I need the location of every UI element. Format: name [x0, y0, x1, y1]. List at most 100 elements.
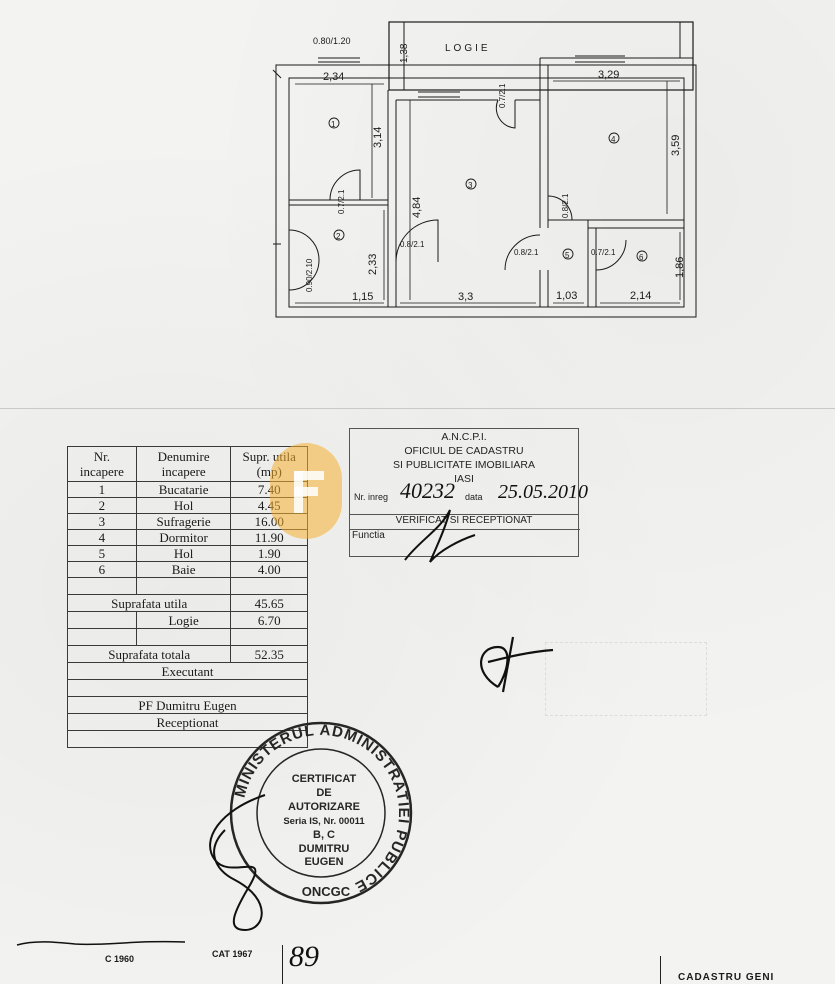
room-number-5: 5 [565, 251, 570, 260]
footer-code-2: CAT 1967 [212, 949, 253, 959]
door-r5 [504, 234, 541, 271]
dim-r4-width: 3,29 [598, 69, 619, 81]
logia-row-label: Logie [135, 611, 232, 629]
door-r1 [329, 169, 361, 201]
row-nr: 4 [67, 529, 137, 546]
stamp-cert: CERTIFICAT [292, 773, 357, 785]
dim-r6-door: 0.7/2.1 [591, 248, 616, 257]
room-number-6: 6 [639, 253, 644, 262]
room-number-2: 2 [336, 232, 341, 241]
faded-stamp [545, 642, 707, 716]
row-nr: 5 [67, 545, 137, 562]
table-row-empty [67, 628, 308, 646]
door-r2-entry [288, 229, 320, 291]
registration-stamp: A.N.C.P.I. OFICIUL DE CADASTRU SI PUBLIC… [349, 428, 588, 557]
table-row: 5 Hol 1.90 [67, 545, 308, 562]
executant-name: PF Dumitru Eugen [67, 696, 308, 714]
authorization-stamp: MINISTERUL ADMINISTRATIEI PUBLICE CERTIF… [229, 721, 413, 905]
total-area-value: 52.35 [230, 645, 308, 663]
stamp-de: DE [316, 787, 331, 799]
door-r4 [547, 195, 573, 221]
footer-code-1: C 1960 [105, 954, 135, 964]
dim-r5-door: 0.8/2.1 [514, 248, 539, 257]
dim-r2-height: 2,33 [367, 254, 379, 275]
dim-r1-width: 2,34 [323, 71, 344, 83]
footer-number: 89 [289, 940, 319, 973]
logia-outline [388, 21, 694, 91]
dim-r1-door: 0.7/2.1 [337, 189, 346, 214]
table-row-logia: Logie 6.70 [67, 611, 308, 629]
dim-r1-height: 3,14 [372, 127, 384, 148]
dim-r5-width: 1,03 [556, 290, 577, 302]
footer-right-text: CADASTRU GENI [678, 972, 775, 983]
registration-date: 25.05.2010 [498, 481, 588, 503]
table-row-executant-name: PF Dumitru Eugen [67, 696, 308, 714]
door-r3-top [495, 99, 516, 129]
registration-number: 40232 [400, 478, 455, 503]
table-row: 4 Dormitor 11.90 [67, 529, 308, 546]
dim-logia-depth: 1,38 [399, 43, 410, 63]
paper-fold-line [0, 408, 835, 409]
signature-executant [209, 794, 266, 932]
table-row: 6 Baie 4.00 [67, 561, 308, 578]
row-name: Dormitor [135, 529, 232, 546]
row-name: Hol [135, 497, 232, 514]
room-number-4: 4 [611, 135, 616, 144]
stamp-categories: B, C [313, 829, 335, 841]
room-number-3: 3 [468, 181, 473, 190]
table-row-empty [67, 679, 308, 697]
dim-r6-width: 2,14 [630, 290, 651, 302]
total-area-label: Suprafata totala [66, 645, 232, 663]
watermark-logo [270, 443, 342, 539]
stamp-bottom: ONCGC [302, 884, 351, 899]
row-name: Hol [135, 545, 232, 562]
row-nr: 3 [67, 513, 137, 530]
row-nr: 2 [67, 497, 137, 514]
dim-r2-width: 1,15 [352, 291, 373, 303]
footer-divider [282, 945, 283, 984]
stamp-name-2: EUGEN [304, 856, 343, 868]
dim-r3-door-left: 0.8/2.1 [400, 240, 425, 249]
dim-r6-height: 1,86 [674, 257, 686, 278]
useful-area-label: Suprafata utila [66, 594, 232, 612]
dim-r2-door-left: 0.90/2.10 [305, 258, 314, 292]
signature-registration [404, 509, 476, 563]
logia-row-value: 6.70 [230, 611, 308, 629]
stamp-agency: A.N.C.P.I. [441, 431, 487, 443]
row-name: Sufragerie [135, 513, 232, 530]
stamp-city: IASI [454, 473, 474, 485]
stamp-office: OFICIUL DE CADASTRU [404, 445, 524, 457]
dim-r3-width: 3,3 [458, 291, 473, 303]
row-name: Bucatarie [135, 481, 232, 498]
stamp-name-1: DUMITRU [299, 843, 350, 855]
outer-wall-outer [275, 64, 697, 318]
registration-date-label: data [465, 492, 483, 502]
table-row-useful-area: Suprafata utila 45.65 [66, 594, 308, 612]
registration-number-label: Nr. inreg [354, 492, 389, 502]
footer-scribble [16, 940, 186, 946]
logia-label: LOGIE [445, 43, 491, 54]
stamp-autorizare: AUTORIZARE [288, 801, 360, 813]
useful-area-value: 45.65 [230, 594, 308, 612]
row-name: Baie [135, 561, 232, 578]
outer-wall-inner [288, 77, 685, 308]
stamp-office-2: SI PUBLICITATE IMOBILIARA [393, 459, 535, 471]
table-row-empty [67, 730, 308, 748]
stamp-serial: Seria IS, Nr. 00011 [283, 816, 365, 827]
header-room-name: Denumire incapere [135, 446, 232, 482]
table-row-empty [67, 577, 308, 595]
floor-plan: 0.80/1.20 LOGIE 1,38 2,34 3,14 0.7/2.1 2… [272, 21, 697, 318]
row-area: 4.00 [230, 561, 308, 578]
footer-divider-right [660, 956, 661, 984]
verified-label: VERIFICAT SI RECEPTIONAT [350, 514, 578, 526]
row-area: 1.90 [230, 545, 308, 562]
signature-right [480, 636, 554, 693]
table-row-executant: Executant [67, 662, 308, 680]
table-row-total-area: Suprafata totala 52.35 [66, 645, 308, 663]
row-nr: 1 [67, 481, 137, 498]
header-room-number: Nr. incapere [67, 446, 137, 482]
executant-label: Executant [67, 662, 308, 680]
window-dimension-label: 0.80/1.20 [313, 36, 351, 46]
dim-r3-height: 4,84 [411, 197, 423, 218]
row-nr: 6 [67, 561, 137, 578]
